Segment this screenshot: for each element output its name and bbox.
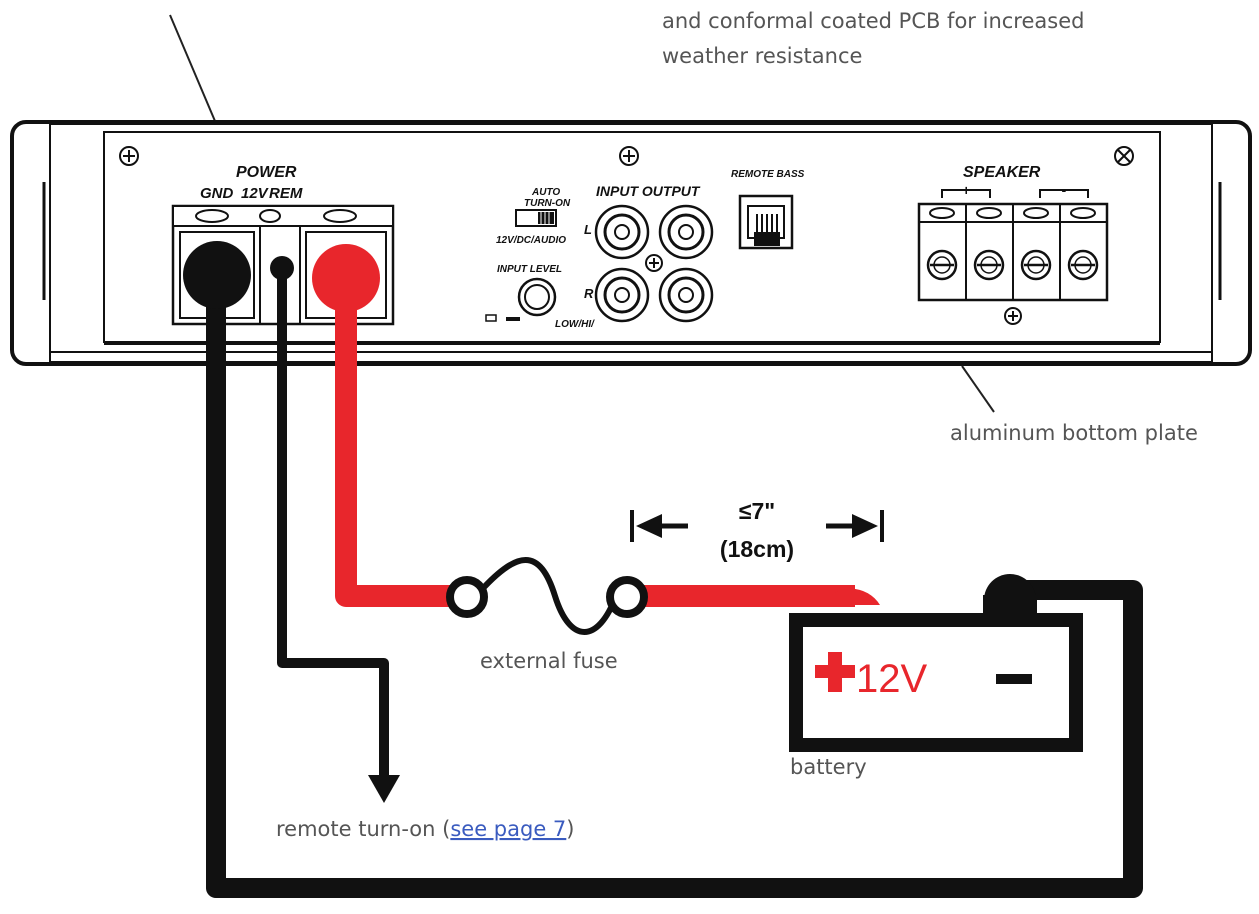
auto-turn-on-label-1: AUTO	[531, 187, 560, 198]
gnd-label: GND	[200, 185, 234, 202]
auto-turn-on-label-2: TURN-ON	[524, 198, 571, 209]
fuse-label: external fuse	[480, 649, 618, 673]
rca-input-right[interactable]	[594, 267, 650, 323]
remote-wire-terminal	[270, 256, 294, 280]
auto-turn-on-switch[interactable]	[515, 209, 557, 227]
level-range-label: LOW/HI/	[555, 319, 595, 330]
input-output-label: INPUT OUTPUT	[596, 183, 701, 199]
rem-label: REM	[269, 185, 303, 202]
screw-right	[1114, 146, 1134, 166]
speaker-terminal-4[interactable]	[1067, 249, 1099, 281]
rca-input-left[interactable]	[594, 204, 650, 260]
rca-output-left[interactable]	[658, 204, 714, 260]
distance-label-1: ≤7"	[739, 498, 775, 524]
callout-top-line2: weather resistance	[662, 44, 862, 68]
distance-arrow-right	[826, 510, 884, 542]
channel-right-label: R	[584, 286, 594, 301]
speaker-bracket-positive	[941, 189, 991, 198]
led-indicator	[485, 314, 497, 322]
positive-wire-amp	[335, 280, 458, 607]
speaker-plus-label: +	[962, 182, 970, 198]
callout-bottom-plate: aluminum bottom plate	[950, 421, 1198, 445]
positive-wire-terminal	[312, 244, 380, 312]
battery-body	[789, 613, 1083, 752]
input-level-label: INPUT LEVEL	[497, 264, 562, 275]
speaker-terminal-3[interactable]	[1020, 249, 1052, 281]
speaker-terminal-2[interactable]	[973, 249, 1005, 281]
power-title: POWER	[236, 164, 297, 181]
fuse-icon	[446, 557, 648, 635]
battery: 12V	[789, 574, 1083, 752]
remote-callout-prefix: remote turn-on (	[276, 817, 450, 841]
battery-plus-icon	[815, 652, 855, 692]
speaker-terminal-1[interactable]	[926, 249, 958, 281]
ground-wire	[206, 290, 1143, 898]
remote-wire	[277, 268, 389, 785]
remote-callout-suffix: )	[566, 817, 574, 841]
callout-top-line1: and conformal coated PCB for increased	[662, 9, 1084, 33]
battery-label: battery	[790, 755, 867, 779]
speaker-minus-label: -	[1062, 182, 1067, 198]
screw-rca-center	[645, 254, 663, 272]
remote-bass-label: REMOTE BASS	[731, 169, 805, 180]
screw-speaker	[1004, 307, 1022, 325]
see-page-7-link[interactable]: see page 7	[450, 817, 566, 841]
battery-minus-icon	[996, 674, 1032, 684]
distance-arrow-left	[630, 510, 688, 542]
channel-left-label: L	[584, 222, 592, 237]
speaker-label: SPEAKER	[963, 164, 1041, 181]
callout-leader-bottom-plate	[961, 365, 995, 413]
input-level-knob[interactable]	[517, 277, 557, 317]
v12-label: 12V	[241, 185, 270, 202]
battery-positive-label: 12V	[856, 657, 927, 701]
ground-wire-terminal	[183, 241, 251, 309]
screw-left	[119, 146, 139, 166]
led-indicator-2	[506, 317, 520, 321]
screw-center	[619, 146, 639, 166]
speaker-bracket-negative	[1039, 189, 1089, 198]
switch-modes-label: 12V/DC/AUDIO	[496, 235, 566, 246]
remote-wire-arrow	[368, 775, 400, 803]
battery-positive-terminal	[822, 588, 880, 605]
remote-callout: remote turn-on (see page 7)	[276, 817, 575, 841]
remote-bass-port[interactable]	[738, 194, 794, 250]
rca-output-right[interactable]	[658, 267, 714, 323]
distance-label-2: (18cm)	[720, 536, 794, 562]
